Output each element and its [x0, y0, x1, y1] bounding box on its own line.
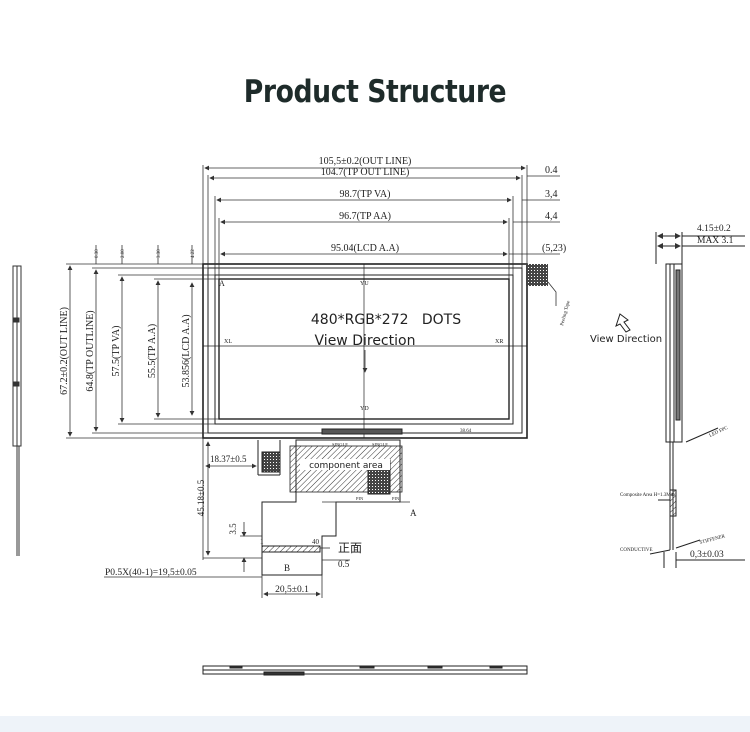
dim-height-tp-aa: 55.5(TP A.A)	[147, 324, 158, 378]
resolution-label: 480*RGB*272 DOTS	[311, 312, 461, 328]
pitch-label: P0.5X(40-1)=19,5±0.05	[105, 567, 197, 578]
dim-0-5: 0.5	[338, 559, 350, 569]
dim-3-5: 3.5	[228, 523, 238, 535]
dim-height-tp: 64.8(TP OUTLINE)	[85, 310, 96, 391]
single-label-1: SINGLE	[332, 442, 348, 447]
pin-label-1: PIN	[356, 496, 364, 501]
bottom-band	[0, 716, 750, 732]
led-fpc-label: LED FPC	[709, 426, 730, 439]
front-side-label: 正面	[338, 541, 362, 555]
dim-45-18: 45.18±0.5	[196, 479, 206, 516]
dim-small-2-00: 2.00	[121, 249, 126, 258]
label-xl: XL	[224, 339, 232, 345]
dim-small-0-30: 0.30	[95, 249, 100, 258]
top-dimensions	[202, 165, 560, 279]
dim-right-4-4: 4,4	[545, 211, 558, 222]
dim-tp-va: 98.7(TP VA)	[340, 189, 391, 200]
peeling-tape-block	[526, 264, 548, 286]
dim-right-5-23: (5,23)	[542, 243, 566, 254]
peeling-tape-label: Peeling Tape	[560, 300, 572, 327]
label-b: B	[284, 563, 290, 573]
conductive-label: CONDUCTIVE	[620, 548, 653, 553]
dim-right-0-4: 0.4	[545, 165, 558, 176]
single-label-2: SINGLE	[372, 442, 388, 447]
dim-tp-aa: 96.7(TP AA)	[339, 211, 391, 222]
peeling-tape-leader	[547, 281, 557, 306]
left-dimensions	[66, 245, 219, 439]
fpc-mark: 38.64	[460, 429, 472, 434]
component-area-label: component area	[309, 461, 383, 471]
label-xr: XR	[495, 339, 503, 345]
fpc-dimensions	[104, 438, 410, 598]
pin-start-label: 1	[260, 538, 264, 546]
dim-height-tp-va: 57.5(TP VA)	[111, 326, 122, 377]
dim-right-3-4: 3,4	[545, 189, 558, 200]
dim-height-lcd-aa: 53.856(LCD A.A)	[181, 314, 192, 387]
pin-label-2: PIN	[392, 496, 400, 501]
view-direction-label: View Direction	[315, 333, 416, 349]
label-yu: YU	[360, 281, 369, 287]
dim-width-outline: 105,5±0.2(OUT LINE)	[319, 156, 412, 167]
dim-max-3-1: MAX 3.1	[697, 236, 734, 246]
composite-area-label: Composite Area H=1.3Max	[620, 493, 676, 498]
view-direction-arrow-icon	[615, 313, 631, 333]
label-yd: YD	[360, 406, 369, 412]
bottom-profile-view	[202, 665, 528, 676]
dim-tp-outline: 104.7(TP OUT LINE)	[321, 167, 410, 178]
pin-end-label: 40	[312, 538, 320, 546]
stiffener-label: STIFFENER	[699, 534, 726, 546]
label-a: A	[410, 508, 417, 518]
dim-lcd-aa: 95.04(LCD A.A)	[331, 243, 399, 254]
side-view-direction-label: View Direction	[590, 334, 662, 345]
left-side-profile	[12, 265, 22, 556]
dim-small-4-22: 4.22	[191, 249, 196, 258]
page-title: Product Structure	[243, 74, 507, 110]
dim-18-37: 18.37±0.5	[210, 454, 247, 464]
dim-0-3: 0,3±0.03	[690, 550, 724, 560]
dim-height-outline: 67.2±0.2(OUT LINE)	[59, 307, 70, 395]
side-view-outline	[649, 232, 745, 568]
dim-4-15: 4.15±0.2	[697, 224, 731, 234]
dim-20-5: 20,5±0.1	[275, 585, 309, 595]
dim-small-3-30: 3.30	[157, 249, 162, 258]
label-a-corner: A	[219, 279, 225, 288]
